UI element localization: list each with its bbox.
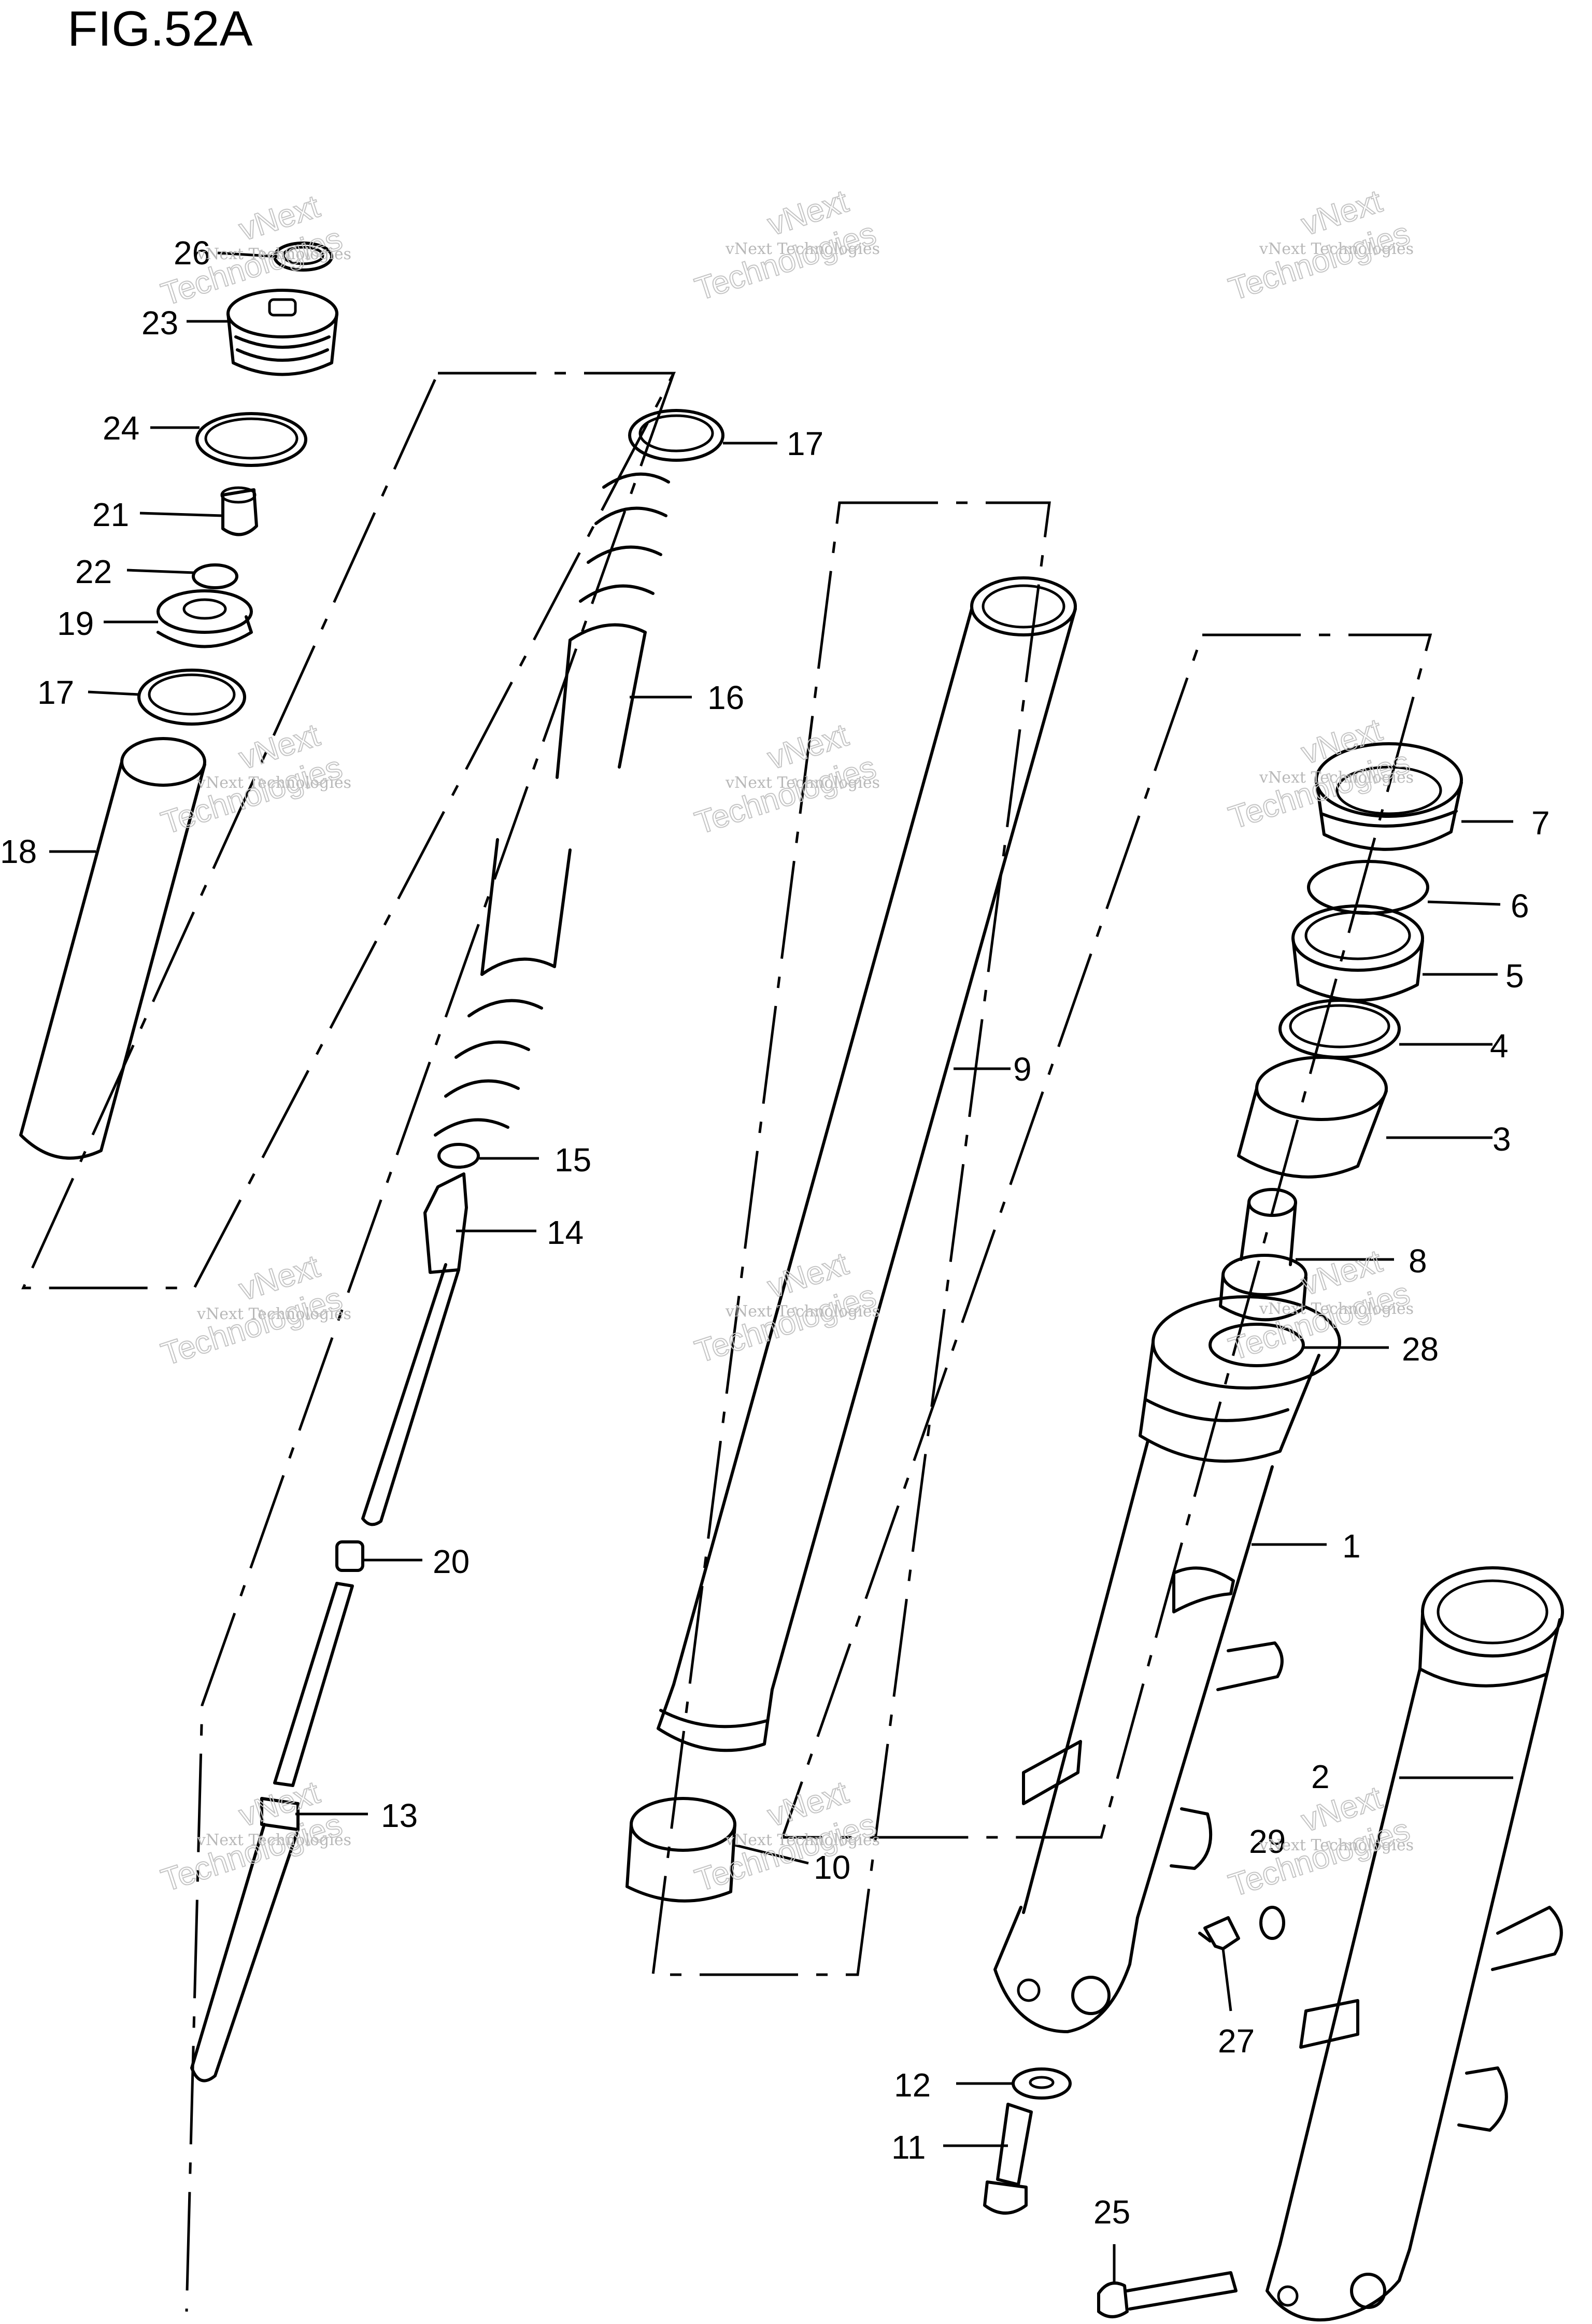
callout-14: 14 <box>547 1214 584 1251</box>
group-frame-right <box>780 633 1432 1839</box>
callout-12: 12 <box>894 2066 931 2104</box>
callout-22: 22 <box>75 553 112 590</box>
watermark-4: vNext Technologies vNext Technologies <box>157 717 351 842</box>
callout-26: 26 <box>174 234 210 272</box>
callout-24: 24 <box>103 409 139 447</box>
callout-5: 5 <box>1505 957 1524 995</box>
figure-title: FIG.52A <box>67 1 252 56</box>
watermark-3: vNext Technologies vNext Technologies <box>1224 183 1415 308</box>
callout-23: 23 <box>141 304 178 342</box>
callout-28: 28 <box>1402 1330 1439 1368</box>
svg-text:vNext Technologies: vNext Technologies <box>1259 1836 1414 1854</box>
part-28-gasket <box>1209 1323 1305 1367</box>
part-15-ring <box>437 1143 480 1169</box>
part-13-damper-rod <box>190 1582 354 2082</box>
part-19-spring-seat <box>157 589 253 648</box>
watermark-11: vNext Technologies vNext Technologies <box>690 1774 881 1900</box>
callout-15: 15 <box>555 1141 591 1179</box>
part-21-adjuster <box>220 486 258 536</box>
part-1-outer-tube-right <box>993 1295 1341 2033</box>
svg-text:vNext Technologies: vNext Technologies <box>725 774 880 792</box>
svg-text:vNext Technologies: vNext Technologies <box>196 1305 351 1323</box>
svg-text:vNext Technologies: vNext Technologies <box>196 245 351 263</box>
part-4-oil-seal-retainer <box>1278 999 1401 1059</box>
leader-lines <box>49 251 1513 2283</box>
callout-18: 18 <box>0 833 37 870</box>
callout-17-right: 17 <box>787 425 823 462</box>
part-23-cap-bolt <box>226 289 338 376</box>
svg-text:vNext Technologies: vNext Technologies <box>725 240 880 258</box>
callout-4: 4 <box>1490 1027 1509 1065</box>
part-7-dust-seal <box>1315 742 1463 851</box>
callout-11: 11 <box>891 2129 926 2166</box>
part-25-pinch-bolt <box>1097 2271 1238 2318</box>
callout-29: 29 <box>1249 1823 1286 1860</box>
group-frame-rod <box>185 373 675 2312</box>
callout-2: 2 <box>1311 1758 1330 1795</box>
svg-text:vNext Technologies: vNext Technologies <box>1259 240 1414 258</box>
part-12-washer <box>1012 2067 1072 2100</box>
callout-8: 8 <box>1409 1242 1427 1280</box>
watermark-7: vNext Technologies vNext Technologies <box>157 1248 351 1373</box>
part-18-spacer-tube <box>19 737 206 1160</box>
callout-19: 19 <box>57 605 94 642</box>
svg-text:vNext Technologies: vNext Technologies <box>196 774 351 792</box>
part-11-axle-bolt <box>983 2103 1033 2215</box>
svg-text:vNext Technologies: vNext Technologies <box>1259 769 1414 787</box>
part-5-oil-seal <box>1291 904 1424 1002</box>
part-22-oring <box>192 563 238 589</box>
callout-13: 13 <box>381 1797 418 1834</box>
callout-6: 6 <box>1511 887 1529 925</box>
callout-27: 27 <box>1218 2022 1255 2060</box>
part-16-fork-spring <box>434 472 670 1137</box>
part-20-collar <box>335 1540 364 1572</box>
svg-text:vNext Technologies: vNext Technologies <box>725 1831 880 1849</box>
group-frame-left <box>21 372 676 1289</box>
part-9-inner-tube <box>657 576 1077 1752</box>
watermark-10: vNext Technologies vNext Technologies <box>157 1774 351 1900</box>
svg-text:vNext Technologies: vNext Technologies <box>1259 1300 1414 1318</box>
callout-21: 21 <box>92 496 129 533</box>
watermark-5: vNext Technologies vNext Technologies <box>690 717 881 842</box>
callout-10: 10 <box>814 1849 850 1886</box>
svg-text:vNext Technologies: vNext Technologies <box>725 1302 880 1321</box>
part-27-bleeder-bolt <box>1198 1916 1240 1950</box>
svg-text:vNext Technologies: vNext Technologies <box>196 1831 351 1849</box>
part-17-washer-left <box>137 669 246 726</box>
callout-20: 20 <box>433 1543 470 1580</box>
callout-25: 25 <box>1093 2193 1130 2231</box>
callout-17-left: 17 <box>37 674 74 711</box>
part-10-slide-bushing <box>626 1797 736 1903</box>
watermark-8: vNext Technologies vNext Technologies <box>690 1245 881 1371</box>
callout-16: 16 <box>707 679 744 716</box>
group-frame-center <box>651 501 1051 1976</box>
part-17-washer-right <box>628 409 724 462</box>
part-2-outer-tube-left <box>1266 1566 1564 2322</box>
part-8-cylinder-stem <box>1219 1188 1307 1322</box>
part-3-guide-bushing <box>1237 1056 1388 1179</box>
callout-1: 1 <box>1342 1527 1361 1565</box>
callout-9: 9 <box>1013 1051 1032 1088</box>
part-14-rod-top <box>361 1172 468 1526</box>
callout-3: 3 <box>1492 1121 1511 1158</box>
part-29-washer <box>1259 1906 1285 1940</box>
callout-7: 7 <box>1531 804 1550 842</box>
watermark-2: vNext Technologies vNext Technologies <box>690 183 881 308</box>
part-24-oring <box>195 412 307 467</box>
